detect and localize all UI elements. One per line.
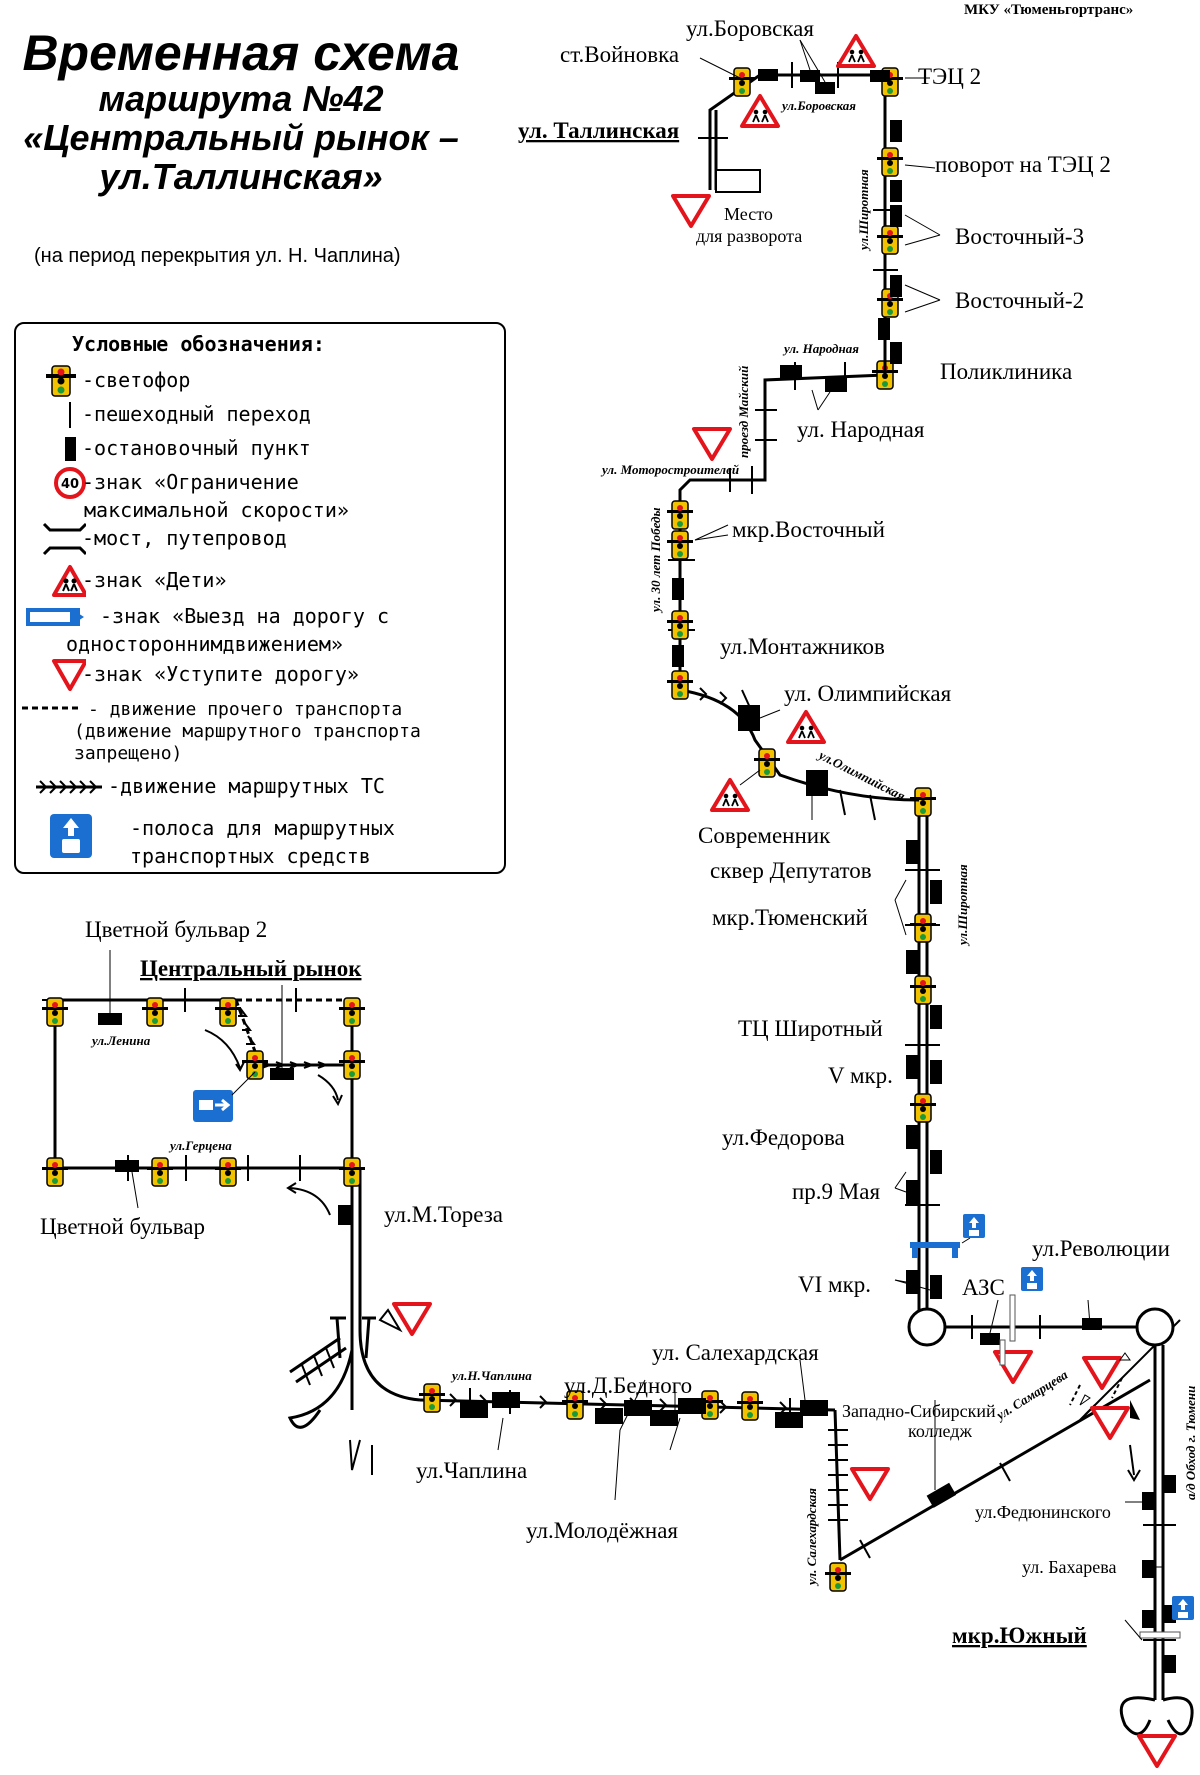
title-line-4: ул.Таллинская» — [99, 155, 383, 197]
stop-label-tyumensky: мкр.Тюменский — [712, 905, 868, 930]
stop-label-tsvetnoy-bulvar: Цветной бульвар — [40, 1214, 205, 1239]
speed-limit-value: 40 — [61, 477, 79, 492]
map-labels: Цветной бульвар 2 Центральный рынок ул.Л… — [40, 16, 1198, 1648]
street-label-narodnaya: ул. Народная — [782, 341, 859, 356]
legend-oneway-label-2: одностороннимдвижением» — [66, 632, 343, 656]
traffic-light-icon — [46, 365, 76, 397]
street-label-maysky: проезд Майский — [736, 366, 751, 458]
stop-label-zs-college-2: колледж — [908, 1421, 972, 1441]
legend-bus-lane-label-1: -полоса для маршрутных — [130, 816, 395, 840]
pobedy-roads — [666, 360, 899, 700]
title-line-3: «Центральный рынок – — [23, 116, 459, 158]
olimpiyskaya-roads — [679, 687, 920, 821]
street-label-motorostroiteley: ул. Моторостроителей — [600, 462, 739, 477]
legend-bridge-label: -мост, путепровод — [82, 526, 287, 550]
children-sign-icon — [52, 565, 86, 597]
stop-label-skver: сквер Депутатов — [710, 858, 872, 883]
oneway-exit-icon — [26, 608, 84, 626]
agency-name: МКУ «Тюменьгортранс» — [964, 2, 1134, 18]
stop-label-vostochny: мкр.Восточный — [732, 517, 885, 542]
yield-sign-icon — [52, 659, 86, 691]
stop-label-vostochny-3: Восточный-3 — [955, 224, 1084, 249]
stop-label-chaplina: ул.Чаплина — [416, 1458, 527, 1483]
street-label-borovskaya: ул.Боровская — [780, 98, 856, 113]
borovskaya-roads — [671, 34, 904, 228]
street-label-gertsena: ул.Герцена — [168, 1138, 232, 1153]
stop-label-salekhardskaya: ул. Салехардская — [652, 1340, 819, 1365]
stop-label-tec2: ТЭЦ 2 — [918, 64, 981, 89]
oneway-exit-icon — [193, 1090, 233, 1122]
legend-other-traffic-label-3: запрещено) — [74, 743, 183, 764]
legend-box: Условные обозначения: -светофор -пешеход… — [14, 322, 506, 874]
title-line-1: Временная схема — [22, 25, 460, 81]
central-area-roads — [41, 950, 366, 1270]
stop-label-d-bednogo: ул.Д.Бедного — [564, 1373, 692, 1398]
stop-label-tc-shirotny: ТЦ Широтный — [738, 1016, 883, 1041]
stop-label-azs: АЗС — [962, 1275, 1005, 1300]
street-label-n-chaplina: ул.Н.Чаплина — [450, 1368, 532, 1383]
legend-children-label: -знак «Дети» — [82, 568, 227, 592]
stop-label-tsvetnoy-bulvar-2: Цветной бульвар 2 — [85, 917, 267, 942]
stop-label-fedorova: ул.Федорова — [722, 1125, 845, 1150]
legend-oneway-label-1: -знак «Выезд на дорогу с — [100, 604, 389, 628]
street-label-pobedy: ул. 30 лет Победы — [648, 508, 663, 615]
legend-other-traffic-label-2: (движение маршрутного транспорта — [74, 721, 421, 742]
turn-place-label-1: Место — [724, 204, 773, 224]
stop-label-vostochny-2: Восточный-2 — [955, 288, 1084, 313]
legend-stop-label: -остановочный пункт — [82, 436, 311, 460]
stop-label-montazhnikov: ул.Монтажников — [720, 634, 885, 659]
speed-limit-sign-icon: 40 — [54, 467, 86, 499]
turn-place-label-2: для разворота — [696, 226, 802, 246]
street-label-samartseva: ул. Самарцева — [992, 1367, 1071, 1424]
street-label-salekhardskaya: ул. Салехардская — [804, 1488, 819, 1587]
scheme-subtitle: (на период перекрытия ул. Н. Чаплина) — [34, 245, 401, 267]
stop-label-zs-college-1: Западно-Сибирский — [842, 1401, 996, 1421]
crosswalk-icon — [69, 402, 71, 428]
stop-label-tsentralny-rynok: Центральный рынок — [140, 956, 362, 981]
legend-other-traffic-label-1: - движение прочего транспорта — [88, 699, 403, 720]
legend-speed-limit-label-1: -знак «Ограничение — [82, 470, 299, 494]
shirotnaya-north-roads — [873, 75, 941, 375]
bridge-icon — [42, 522, 86, 556]
stop-label-v-mkr: V мкр. — [828, 1063, 893, 1088]
stop-label-povorot-tec2: поворот на ТЭЦ 2 — [935, 152, 1111, 177]
legend-traffic-light-label: -светофор — [82, 368, 191, 392]
legend-bus-lane-label-2: транспортных средств — [130, 844, 371, 868]
street-label-obkhod: а/д Обход г. Тюмени — [1183, 1386, 1198, 1500]
stop-label-m-toreza: ул.М.Тореза — [384, 1202, 503, 1227]
stop-label-pr-9-maya: пр.9 Мая — [792, 1179, 880, 1204]
railway-crossing — [287, 1270, 421, 1475]
stop-label-vi-mkr: VI мкр. — [798, 1272, 871, 1297]
street-label-shirotnaya-1: ул.Широтная — [955, 864, 970, 947]
stop-label-tallinskaya: ул. Таллинская — [518, 118, 679, 143]
legend-crosswalk-label: -пешеходный переход — [82, 402, 311, 426]
southern-route-roads — [392, 1302, 1181, 1592]
route-arrows-icon — [36, 780, 102, 794]
stop-label-olimpiyskaya: ул. Олимпийская — [784, 681, 952, 706]
legend-heading: Условные обозначения: — [72, 332, 325, 356]
stop-label-sovremennik: Современник — [698, 823, 831, 848]
legend-speed-limit-label-2: максимальной скорости» — [84, 498, 349, 522]
street-label-shirotnaya-2: ул.Широтная — [856, 169, 871, 252]
stop-label-voynovka: ст.Войновка — [560, 42, 679, 67]
stop-label-bakhareva: ул. Бахарева — [1022, 1557, 1117, 1577]
bus-stop-icon — [65, 437, 76, 461]
street-label-lenina: ул.Ленина — [90, 1033, 151, 1048]
stop-label-poliklinika: Поликлиника — [940, 359, 1072, 384]
stop-label-borovskaya: ул.Боровская — [686, 16, 814, 41]
stop-label-narodnaya: ул. Народная — [797, 417, 925, 442]
stop-label-yuzhny: мкр.Южный — [952, 1623, 1087, 1648]
scheme-title: Временная схема маршрута №42 «Центральны… — [6, 26, 476, 197]
shirotnaya-south-roads — [894, 787, 985, 1310]
stop-label-revolyutsii: ул.Революции — [1032, 1236, 1170, 1261]
stop-label-molodezhnaya: ул.Молодёжная — [526, 1518, 678, 1543]
title-line-2: маршрута №42 — [98, 78, 384, 119]
eastern-section-roads — [907, 1267, 1194, 1768]
stop-label-fedyuninskogo: ул.Федюнинского — [975, 1502, 1111, 1522]
bus-lane-icon — [50, 814, 92, 858]
legend-route-traffic-label: -движение маршрутных ТС — [108, 774, 385, 798]
legend-yield-label: -знак «Уступите дорогу» — [82, 662, 359, 686]
